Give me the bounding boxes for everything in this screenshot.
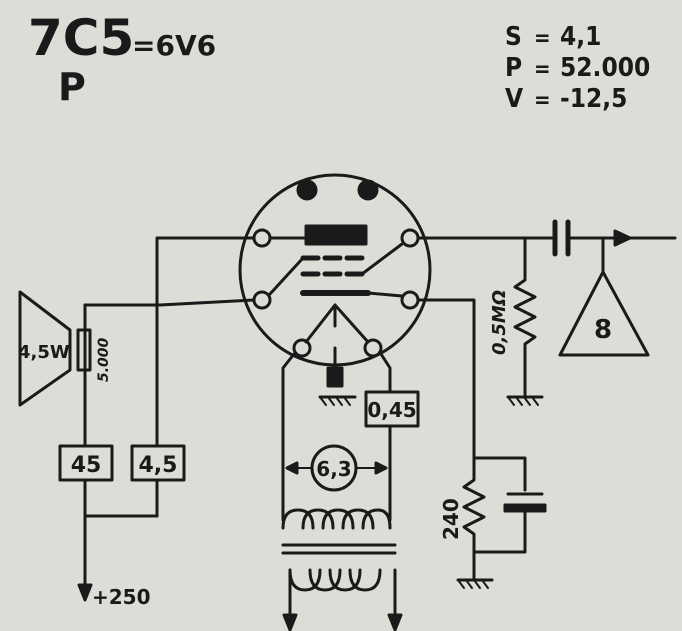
transformer-primary	[288, 568, 382, 592]
tube-envelope	[238, 173, 432, 367]
current-box	[58, 444, 114, 482]
param-s-sep: =	[534, 26, 551, 51]
transformer-secondary	[281, 508, 392, 530]
tube-heater	[304, 303, 370, 344]
cathode-lead	[366, 291, 404, 298]
wire-cathode	[416, 298, 476, 460]
tube-pin-right-upper	[400, 228, 420, 248]
input-stage-label: 8	[594, 315, 612, 345]
cathode-ground-hatch	[457, 579, 489, 589]
voltage-label: 4,5	[139, 453, 178, 478]
wire-plate	[155, 236, 256, 518]
transformer-impedance-label: 5.000	[96, 337, 112, 382]
screen-lead	[268, 256, 305, 296]
heater-ground-hatch	[319, 396, 351, 406]
dim-arrow-right	[374, 461, 388, 475]
param-s-value: 4,1	[560, 22, 601, 52]
tube-pin-bottom-left	[292, 338, 312, 358]
cathode-resistor-label: 240	[439, 498, 463, 540]
cathode-resistor	[462, 456, 486, 580]
transformer-core	[281, 543, 397, 555]
coupling-capacitor	[552, 219, 571, 257]
tube-pin-top-left	[296, 179, 318, 201]
cathode-current-box	[364, 390, 420, 428]
tube-type: 7C5	[28, 9, 134, 67]
param-p-sep: =	[534, 57, 551, 82]
input-arrow	[613, 229, 632, 247]
tube-equivalent: =6V6	[132, 29, 216, 62]
mains-arrow-right	[387, 613, 403, 631]
grid-resistor-label: 0,5MΩ	[489, 290, 510, 355]
param-v-key: V	[505, 84, 523, 114]
param-s-key: S	[505, 22, 522, 52]
tube-pin-right-lower	[400, 290, 420, 310]
tube-pin-left-lower	[252, 290, 272, 310]
wire-mains	[288, 568, 397, 622]
wire-bypass	[472, 456, 527, 554]
speaker-cone	[18, 290, 72, 407]
tube-suffix: P	[58, 65, 86, 109]
param-v-sep: =	[534, 88, 551, 113]
mains-arrow-left	[282, 613, 298, 631]
current-label: 45	[71, 453, 102, 478]
tube-pin-top-right	[357, 179, 379, 201]
bypass-cap-plate-bottom	[503, 503, 547, 513]
heater-voltage-label: 6,3	[316, 457, 351, 481]
grid-lead	[360, 242, 404, 276]
wire-heater-left	[281, 352, 296, 522]
param-v-value: -12,5	[560, 84, 627, 114]
speaker-magnet	[76, 328, 92, 372]
cathode-current-label: 0,45	[367, 398, 416, 422]
param-p-key: P	[505, 53, 522, 83]
grid-resistor	[513, 236, 537, 397]
tube-pin-bottom-right	[363, 338, 383, 358]
wire-heater-right	[379, 352, 392, 522]
param-p-value: 52.000	[560, 53, 650, 83]
dim-arrow-left	[285, 461, 299, 475]
speaker-power-label: 4,5W	[18, 342, 70, 363]
supply-label: +250	[92, 585, 151, 609]
heater-voltage-circle	[310, 444, 358, 492]
wire-screen	[83, 298, 256, 307]
voltage-box	[130, 444, 186, 482]
tube-plate	[304, 224, 368, 246]
grid-ground-hatch	[507, 396, 539, 406]
heater-ground-block	[326, 366, 344, 388]
tube-pin-left-upper	[252, 228, 272, 248]
input-stage-triangle	[558, 236, 650, 357]
supply-arrow	[77, 583, 93, 602]
